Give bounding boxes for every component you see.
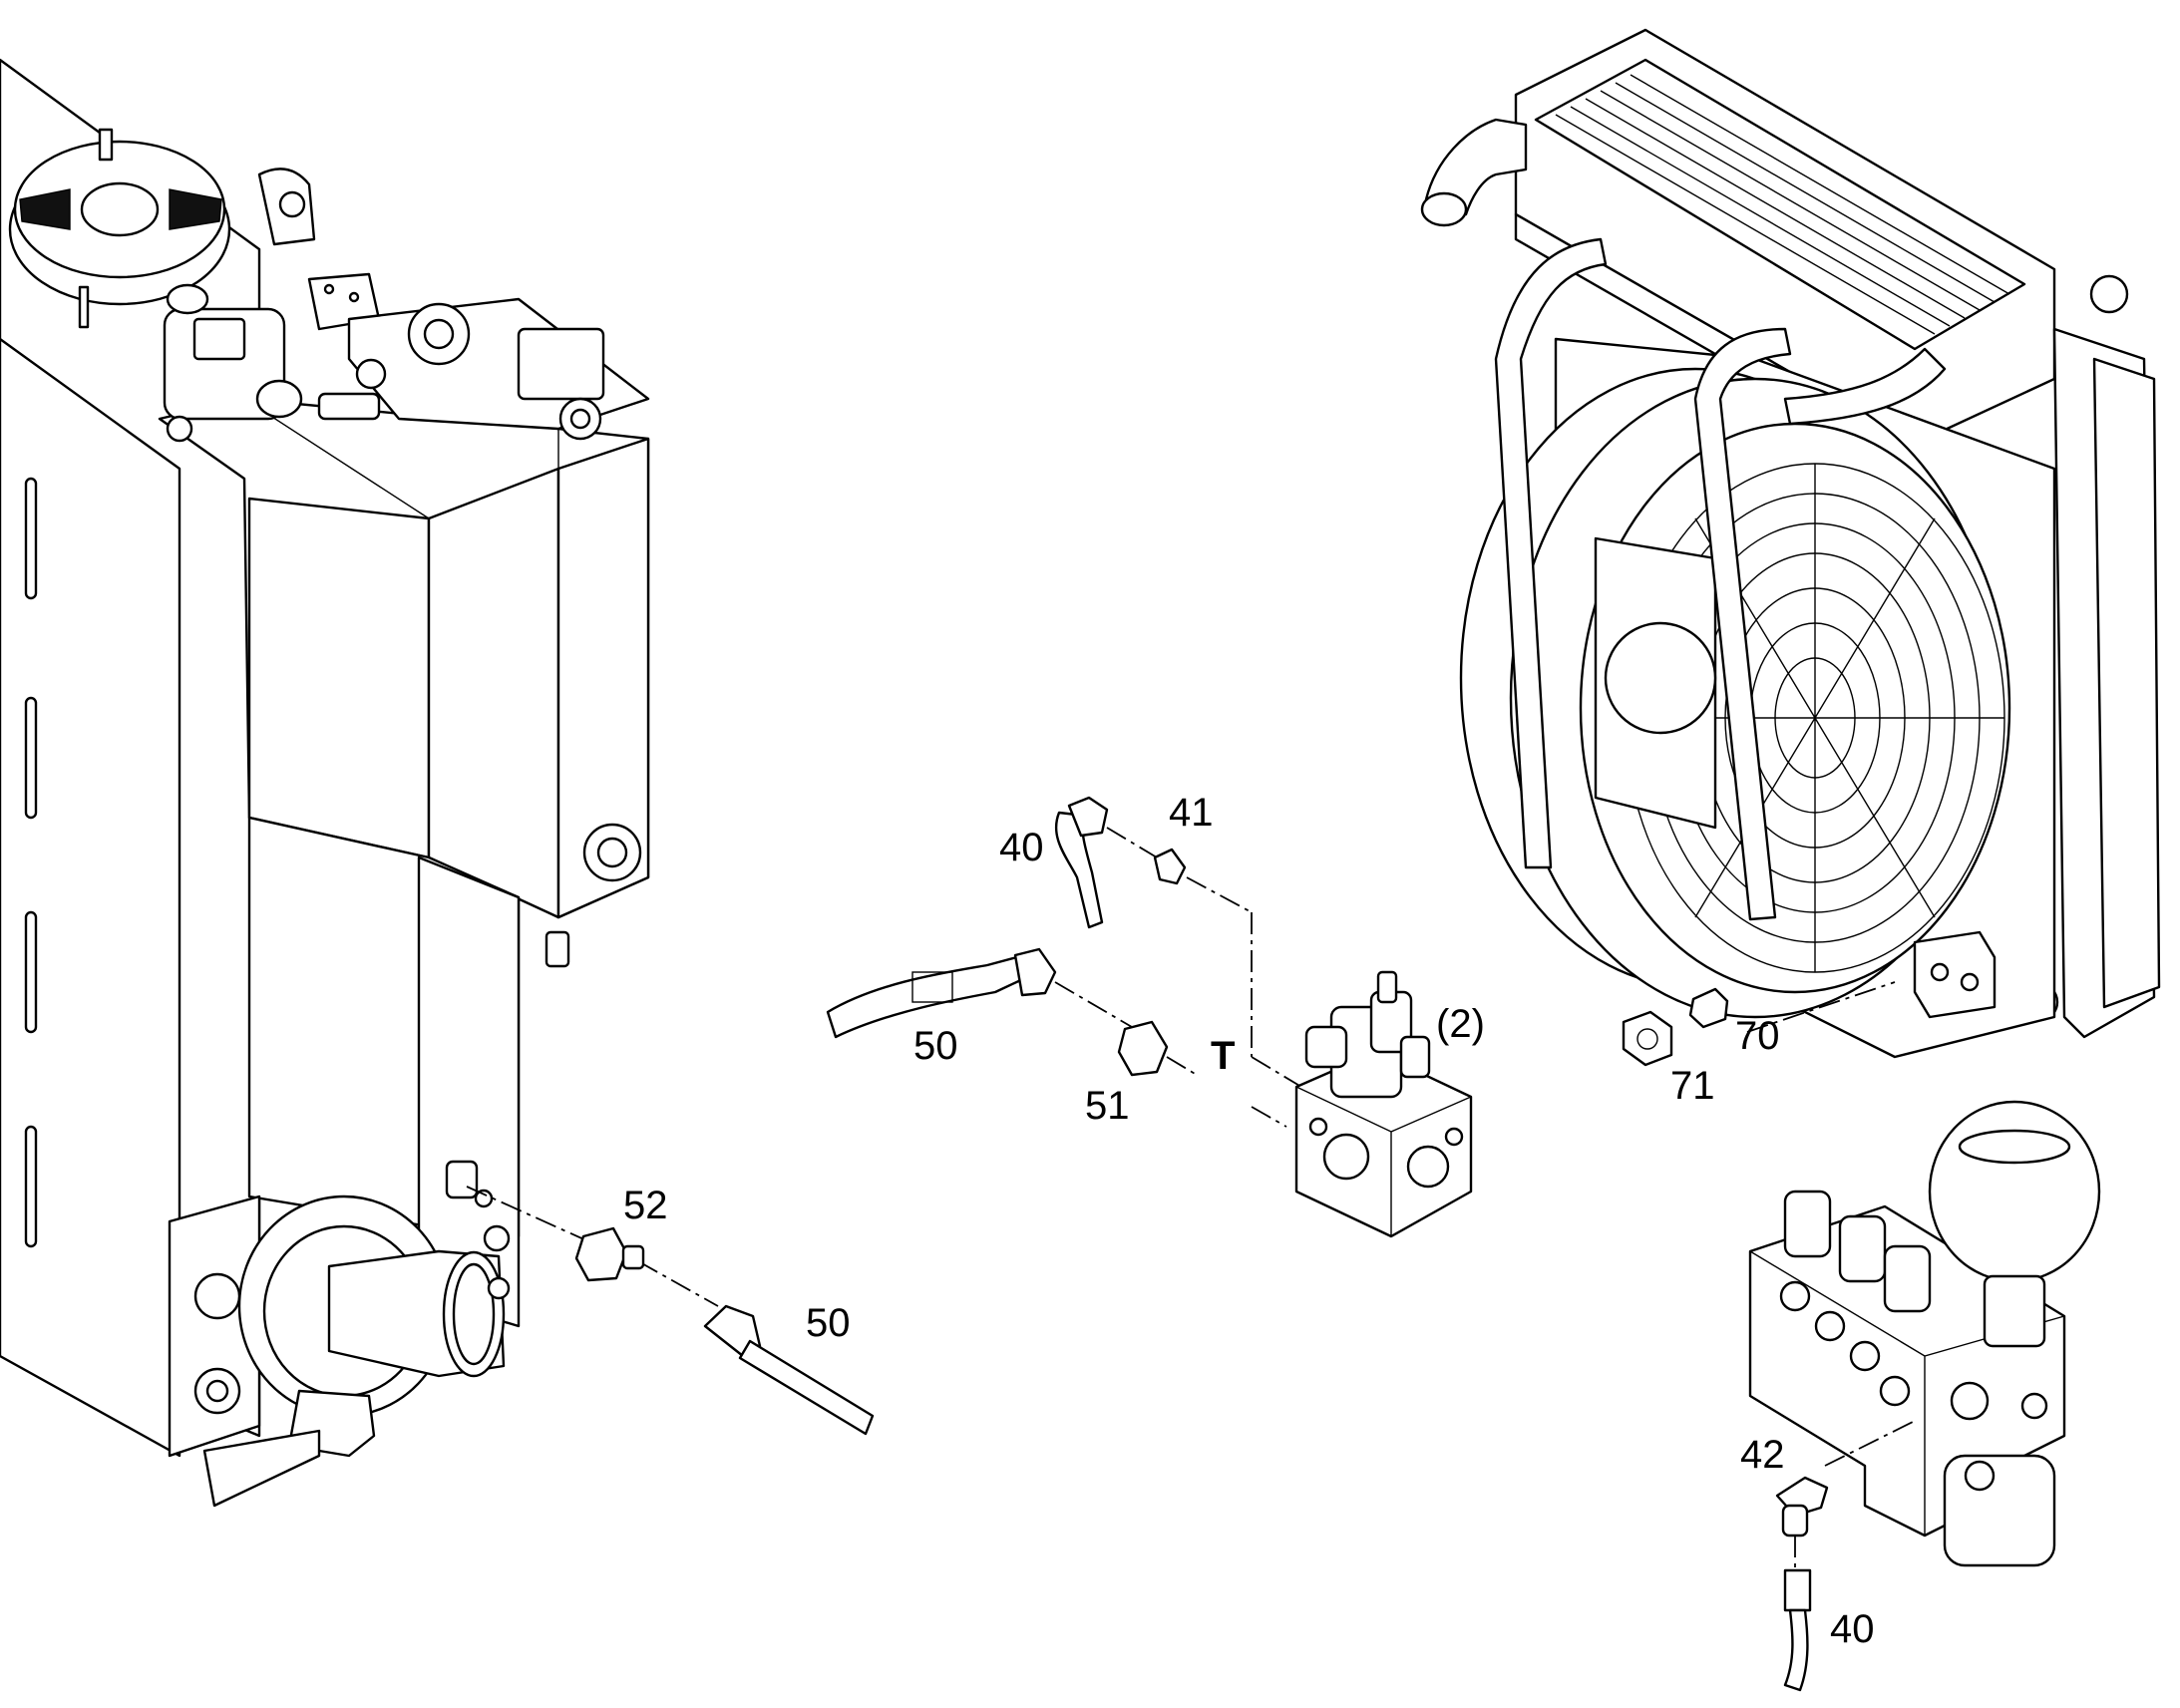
callout-52: 52 xyxy=(623,1184,668,1227)
callout-51: 51 xyxy=(1085,1084,1130,1128)
callout-40-top: 40 xyxy=(999,826,1044,869)
callout-70: 70 xyxy=(1735,1014,1780,1058)
callout-50-low: 50 xyxy=(806,1301,851,1345)
cooler-fan-assembly xyxy=(1420,28,2161,1059)
fitting-51-icon xyxy=(1117,1020,1169,1077)
hose-and-fittings-group xyxy=(466,1186,875,1436)
nut-71-icon xyxy=(1622,1010,1673,1067)
port-label-t: T xyxy=(1211,1034,1235,1078)
radiator-tank-assembly xyxy=(0,58,650,1508)
valve-block-group xyxy=(826,796,1473,1238)
plug-70-icon xyxy=(1688,987,1729,1029)
hose-50-nut-icon xyxy=(703,1304,762,1358)
callout-41: 41 xyxy=(1169,791,1214,835)
plug-and-nut xyxy=(1622,987,1729,1067)
fitting-41-icon xyxy=(1153,848,1187,885)
callout-ref-2: (2) xyxy=(1436,1002,1485,1046)
callout-50-mid: 50 xyxy=(913,1024,958,1068)
fitting-52-icon xyxy=(574,1226,628,1282)
accumulator-manifold-assembly xyxy=(1748,1100,2101,1692)
hose-40-bottom-icon xyxy=(1783,1608,1809,1692)
callout-71: 71 xyxy=(1670,1064,1715,1108)
callout-40-bottom: 40 xyxy=(1830,1607,1875,1651)
callout-42: 42 xyxy=(1740,1433,1785,1477)
hose-50-lower-icon xyxy=(738,1339,875,1436)
